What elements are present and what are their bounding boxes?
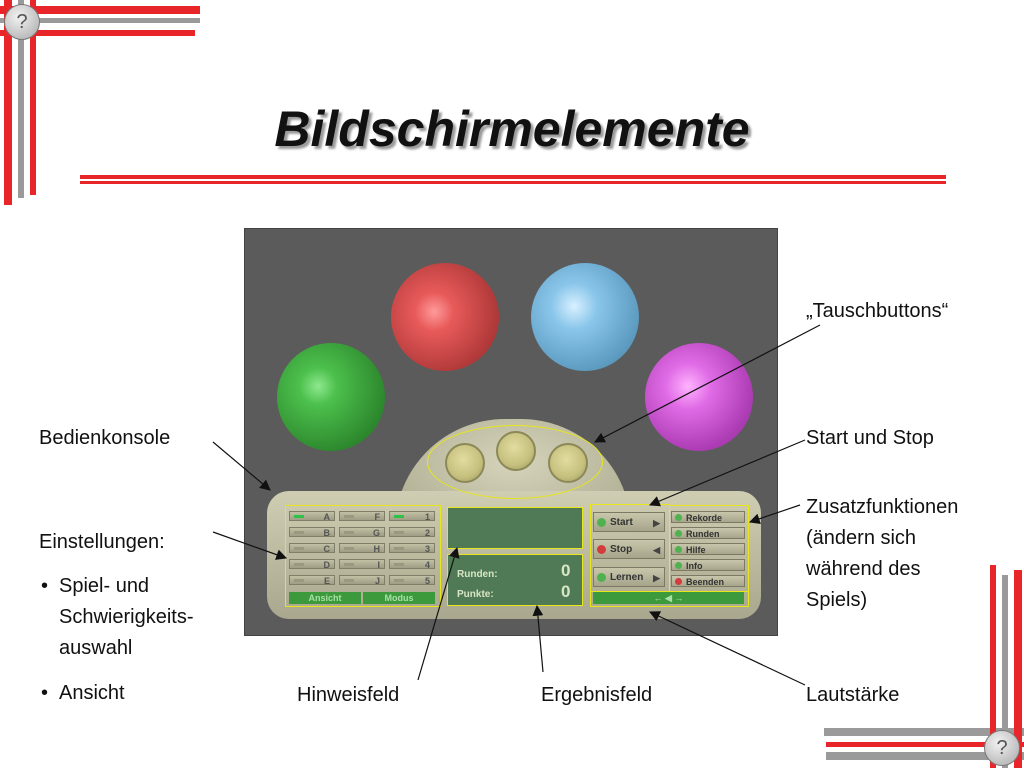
- ansicht-button[interactable]: Ansicht: [289, 592, 361, 604]
- swap-button-middle[interactable]: [496, 431, 536, 471]
- label-hinweisfeld: Hinweisfeld: [297, 684, 400, 706]
- magenta-ball[interactable]: [645, 343, 753, 451]
- punkte-label: Punkte:: [457, 589, 494, 600]
- swap-button-left[interactable]: [445, 443, 485, 483]
- label-zusatzfunktionen: Zusatzfunktionen (ändern sich während de…: [806, 496, 959, 611]
- hint-field: [447, 507, 583, 549]
- green-dot-icon: [675, 514, 682, 521]
- arrow-lautstaerke: [649, 611, 806, 686]
- setting-3[interactable]: 3: [389, 543, 435, 554]
- runden-value: 0: [561, 561, 571, 580]
- question-mark-icon: ?: [984, 730, 1020, 766]
- setting-1[interactable]: 1: [389, 511, 435, 522]
- green-dot-icon: [597, 573, 606, 582]
- einstellungen-item: Ansicht: [39, 678, 193, 709]
- label-start-stop: Start und Stop: [806, 427, 934, 449]
- label-lautstaerke: Lautstärke: [806, 684, 900, 706]
- label-bedienkonsole: Bedienkonsole: [39, 427, 171, 449]
- arrow-right-icon: ▶: [653, 518, 660, 528]
- arrow-right-icon: ▶: [653, 573, 660, 583]
- runden-label: Runden:: [457, 569, 498, 580]
- setting-g[interactable]: G: [339, 527, 385, 538]
- question-mark-icon: ?: [4, 4, 40, 40]
- blue-ball[interactable]: [531, 263, 639, 371]
- setting-c[interactable]: C: [289, 543, 335, 554]
- lernen-button[interactable]: Lernen▶: [593, 567, 665, 587]
- setting-f[interactable]: F: [339, 511, 385, 522]
- red-dot-icon: [675, 578, 682, 585]
- arrow-start-stop: [649, 439, 806, 507]
- green-dot-icon: [675, 546, 682, 553]
- setting-a[interactable]: A: [289, 511, 335, 522]
- game-screenshot: A B C D E F G H I J 1 2 3 4 5 Ansicht Mo…: [244, 228, 778, 636]
- slide-title: Bildschirmelemente: [274, 101, 750, 157]
- setting-h[interactable]: H: [339, 543, 385, 554]
- modus-button[interactable]: Modus: [363, 592, 435, 604]
- start-button[interactable]: Start▶: [593, 512, 665, 532]
- label-ergebnisfeld: Ergebnisfeld: [541, 684, 653, 706]
- arrow-bedienkonsole: [212, 441, 271, 491]
- label-tauschbuttons: „Tauschbuttons“: [806, 300, 949, 322]
- score-field: Runden: 0 Punkte: 0: [447, 554, 583, 606]
- rekorde-button[interactable]: Rekorde: [671, 511, 745, 523]
- punkte-value: 0: [561, 582, 571, 601]
- setting-i[interactable]: I: [339, 559, 385, 570]
- label-einstellungen: Einstellungen:: [39, 531, 165, 553]
- arrow-einstellungen: [212, 531, 288, 560]
- green-dot-icon: [675, 562, 682, 569]
- arrow-left-icon: ◀: [653, 545, 660, 555]
- info-button[interactable]: Info: [671, 559, 745, 571]
- arrow-tauschbuttons: [594, 324, 821, 443]
- red-dot-icon: [597, 545, 606, 554]
- stop-button[interactable]: Stop◀: [593, 539, 665, 559]
- setting-e[interactable]: E: [289, 575, 335, 586]
- arrow-ergebnisfeld: [532, 604, 544, 673]
- swap-button-right[interactable]: [548, 443, 588, 483]
- green-ball[interactable]: [277, 343, 385, 451]
- setting-4[interactable]: 4: [389, 559, 435, 570]
- beenden-button[interactable]: Beenden: [671, 575, 745, 587]
- green-dot-icon: [597, 518, 606, 527]
- setting-d[interactable]: D: [289, 559, 335, 570]
- green-dot-icon: [675, 530, 682, 537]
- arrow-hinweisfeld: [417, 546, 460, 681]
- setting-j[interactable]: J: [339, 575, 385, 586]
- setting-b[interactable]: B: [289, 527, 335, 538]
- runden-button[interactable]: Runden: [671, 527, 745, 539]
- setting-2[interactable]: 2: [389, 527, 435, 538]
- setting-5[interactable]: 5: [389, 575, 435, 586]
- arrow-zusatz: [748, 504, 801, 524]
- hilfe-button[interactable]: Hilfe: [671, 543, 745, 555]
- volume-slider[interactable]: ← ◀ →: [593, 592, 744, 604]
- volume-outline: [590, 591, 749, 607]
- swap-buttons-outline: [427, 425, 603, 499]
- red-ball[interactable]: [391, 263, 499, 371]
